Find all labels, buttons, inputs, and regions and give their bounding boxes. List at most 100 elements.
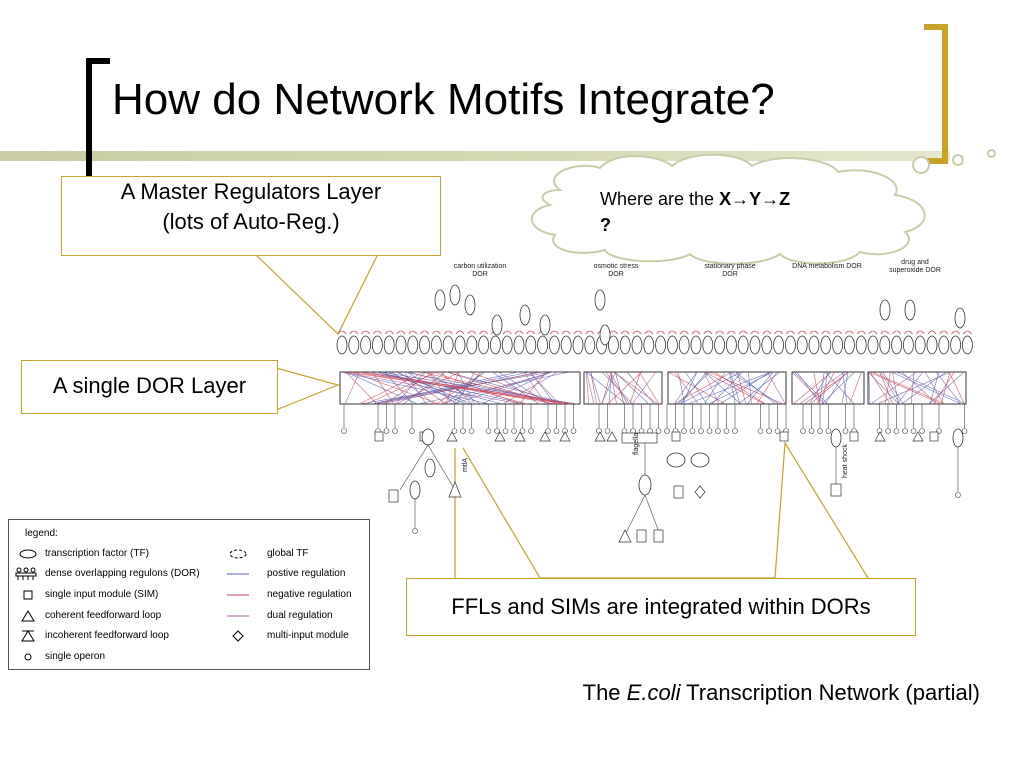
square-icon xyxy=(23,590,33,600)
legend-label: postive regulation xyxy=(267,568,346,579)
regulation-edge xyxy=(896,371,924,405)
category-label-dna: DNA metabolism DOR xyxy=(782,263,872,271)
operon-node xyxy=(604,428,611,434)
autoreg-arc xyxy=(951,330,960,335)
triangle-icon xyxy=(21,610,35,622)
tf-node xyxy=(891,335,902,355)
autoreg-arc xyxy=(349,330,359,335)
legend-label: single input module (SIM) xyxy=(45,589,159,600)
autoreg-arc xyxy=(361,330,370,335)
ffl-triangle xyxy=(539,431,551,442)
operon-node xyxy=(732,428,738,434)
autoreg-arc xyxy=(809,330,819,335)
caption-species: E.coli xyxy=(626,680,681,705)
autoreg-arc xyxy=(668,330,677,335)
autoreg-arc xyxy=(443,330,453,335)
tf-node xyxy=(619,335,631,355)
tf-node xyxy=(785,335,796,355)
tf-node xyxy=(409,480,421,500)
tf-node xyxy=(796,335,808,355)
regulation-edge xyxy=(793,371,828,405)
tf-node xyxy=(950,335,961,355)
dor-box xyxy=(339,371,581,405)
category-label-stationary: stationary phase DOR xyxy=(690,263,770,279)
diamond-icon xyxy=(232,630,244,642)
tf-node xyxy=(638,474,652,496)
operon-node xyxy=(955,492,961,498)
regulation-edge xyxy=(639,371,660,405)
operon-node xyxy=(655,428,662,434)
sim-square xyxy=(671,431,681,442)
legend-label: global TF xyxy=(267,548,309,559)
operon-node xyxy=(715,428,721,434)
regulation-edge xyxy=(608,371,612,405)
target-edge xyxy=(427,444,456,491)
dor-box xyxy=(791,371,865,405)
operon-node xyxy=(412,528,418,534)
autoreg-arc xyxy=(868,330,878,335)
cloud-question-mark: ? xyxy=(600,215,611,235)
tf-node xyxy=(584,335,596,355)
regulation-edge xyxy=(426,371,481,405)
autoreg-arc xyxy=(585,330,595,335)
regulation-edge xyxy=(614,371,649,405)
regulation-edge xyxy=(868,371,871,405)
operon-node xyxy=(800,428,806,434)
target-edge xyxy=(399,444,429,491)
autoreg-arc xyxy=(856,330,866,335)
operon-node xyxy=(383,428,390,434)
autoreg-arc xyxy=(927,330,937,335)
regulation-edge xyxy=(756,371,778,405)
dor-box xyxy=(867,371,967,405)
tf-node xyxy=(395,335,407,355)
tf-node xyxy=(454,335,466,355)
regulation-edge xyxy=(940,371,951,405)
tf-node xyxy=(678,335,690,355)
purple-line-icon xyxy=(227,615,249,617)
legend-label: coherent feedforward loop xyxy=(45,610,162,621)
operon-node xyxy=(817,428,823,434)
regulation-edge xyxy=(738,371,781,405)
regulation-edge xyxy=(403,371,446,405)
tf-node xyxy=(952,428,964,448)
callout-line: (lots of Auto-Reg.) xyxy=(162,209,340,234)
multi-input-diamond xyxy=(694,485,706,499)
regulation-edge xyxy=(371,371,519,405)
right-bracket xyxy=(924,24,948,164)
autoreg-arc xyxy=(750,330,760,335)
category-label-line: carbon utilization xyxy=(453,263,507,270)
operon-node xyxy=(808,428,815,434)
tf-node xyxy=(383,335,395,355)
tf-node xyxy=(631,335,643,355)
heat-shock-label: heat shock xyxy=(842,444,849,478)
regulation-edge xyxy=(679,371,742,405)
regulation-edge xyxy=(819,371,825,405)
category-label-drug: drug and superoxide DOR xyxy=(876,259,954,275)
regulation-edge xyxy=(452,371,553,405)
tf-node xyxy=(525,335,537,355)
sim-square xyxy=(374,431,384,442)
regulation-edge xyxy=(404,371,427,405)
regulation-edge xyxy=(372,371,530,405)
operon-node xyxy=(409,428,415,434)
regulation-edge xyxy=(910,371,915,405)
operon-node xyxy=(570,428,577,434)
autoreg-arc xyxy=(786,330,795,335)
autoreg-arc xyxy=(880,330,890,335)
autoreg-arc xyxy=(963,330,972,335)
tf-node xyxy=(572,335,584,355)
tf-node xyxy=(513,335,525,355)
regulation-edge xyxy=(629,371,641,405)
tf-node xyxy=(844,335,855,355)
operon-node xyxy=(774,428,781,434)
master-regulator-node xyxy=(491,314,503,336)
ffl-triangle xyxy=(559,431,571,442)
legend-label: single operon xyxy=(45,651,106,662)
ffl-triangle xyxy=(874,431,886,442)
regulation-edge xyxy=(704,371,741,405)
ffl-triangle xyxy=(912,431,924,442)
tf-node xyxy=(702,335,714,355)
regulation-edge xyxy=(821,371,829,405)
caption-pre: The xyxy=(582,680,627,705)
autoreg-arc xyxy=(550,330,559,335)
